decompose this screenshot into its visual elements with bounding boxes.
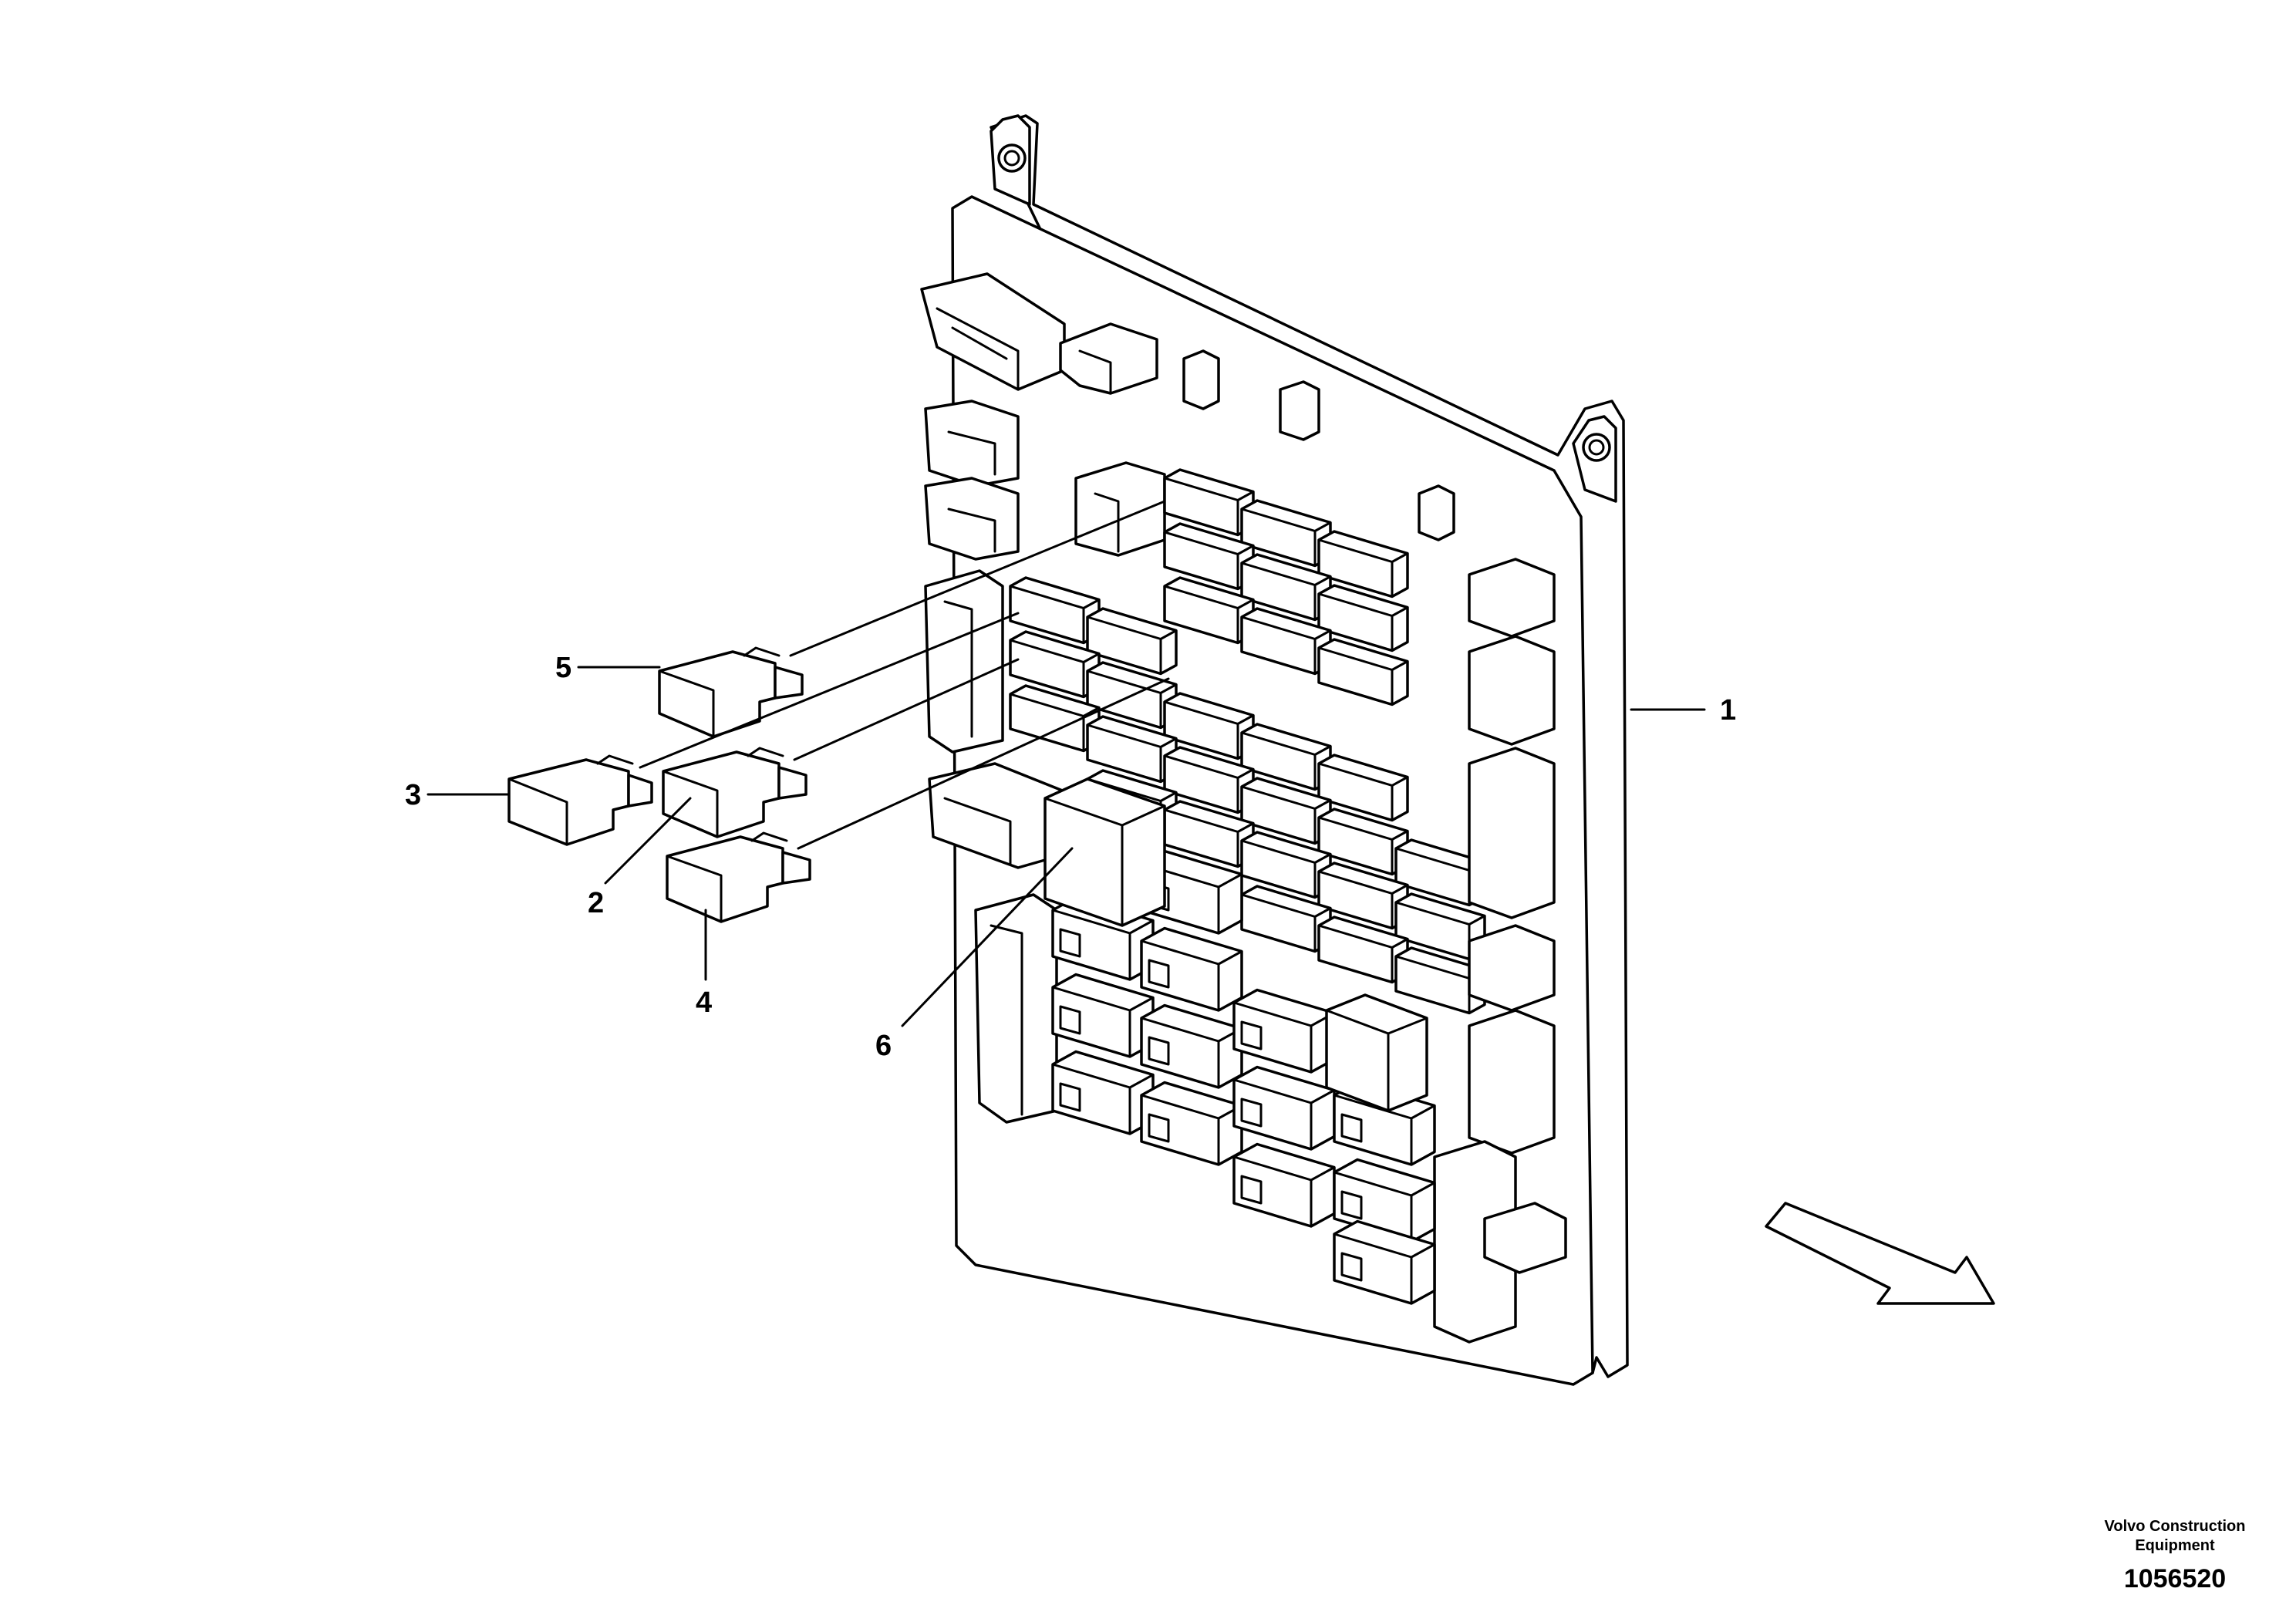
callout-3: 3 bbox=[405, 779, 421, 811]
callout-2: 2 bbox=[588, 887, 604, 919]
fuse-part-4 bbox=[666, 831, 811, 923]
fuse-part-3 bbox=[507, 754, 653, 846]
callout-4: 4 bbox=[696, 986, 712, 1019]
callout-5: 5 bbox=[555, 652, 571, 684]
title-block: Volvo Construction Equipment 1056520 bbox=[2105, 1518, 2246, 1593]
fuse-grid bbox=[1009, 468, 1486, 1015]
arrow-icon bbox=[1765, 1202, 1995, 1305]
callout-leaders bbox=[426, 666, 1706, 1027]
relay-part-6 bbox=[1043, 777, 1428, 1112]
lower-relay-sockets bbox=[1051, 849, 1436, 1305]
document-number: 1056520 bbox=[2124, 1564, 2226, 1593]
leader-2 bbox=[604, 797, 692, 885]
callout-1: 1 bbox=[1720, 694, 1736, 727]
fuse-part-5 bbox=[658, 646, 804, 738]
left-connectors bbox=[920, 272, 1074, 1124]
callout-6: 6 bbox=[875, 1030, 892, 1062]
upper-relay-sockets bbox=[1059, 322, 1455, 557]
brand-line-1: Volvo Construction bbox=[2105, 1518, 2246, 1535]
mounting-hole-top bbox=[997, 143, 1027, 173]
mounting-hole-right bbox=[1582, 433, 1611, 462]
fuse-part-2 bbox=[662, 747, 807, 838]
brand-line-2: Equipment bbox=[2135, 1537, 2215, 1554]
right-connectors bbox=[1433, 558, 1567, 1344]
loose-fuses bbox=[507, 646, 811, 923]
assembly-lines bbox=[639, 500, 1170, 850]
callout-labels: 1 2 3 4 5 6 bbox=[405, 652, 1736, 1062]
leader-6 bbox=[901, 847, 1074, 1027]
